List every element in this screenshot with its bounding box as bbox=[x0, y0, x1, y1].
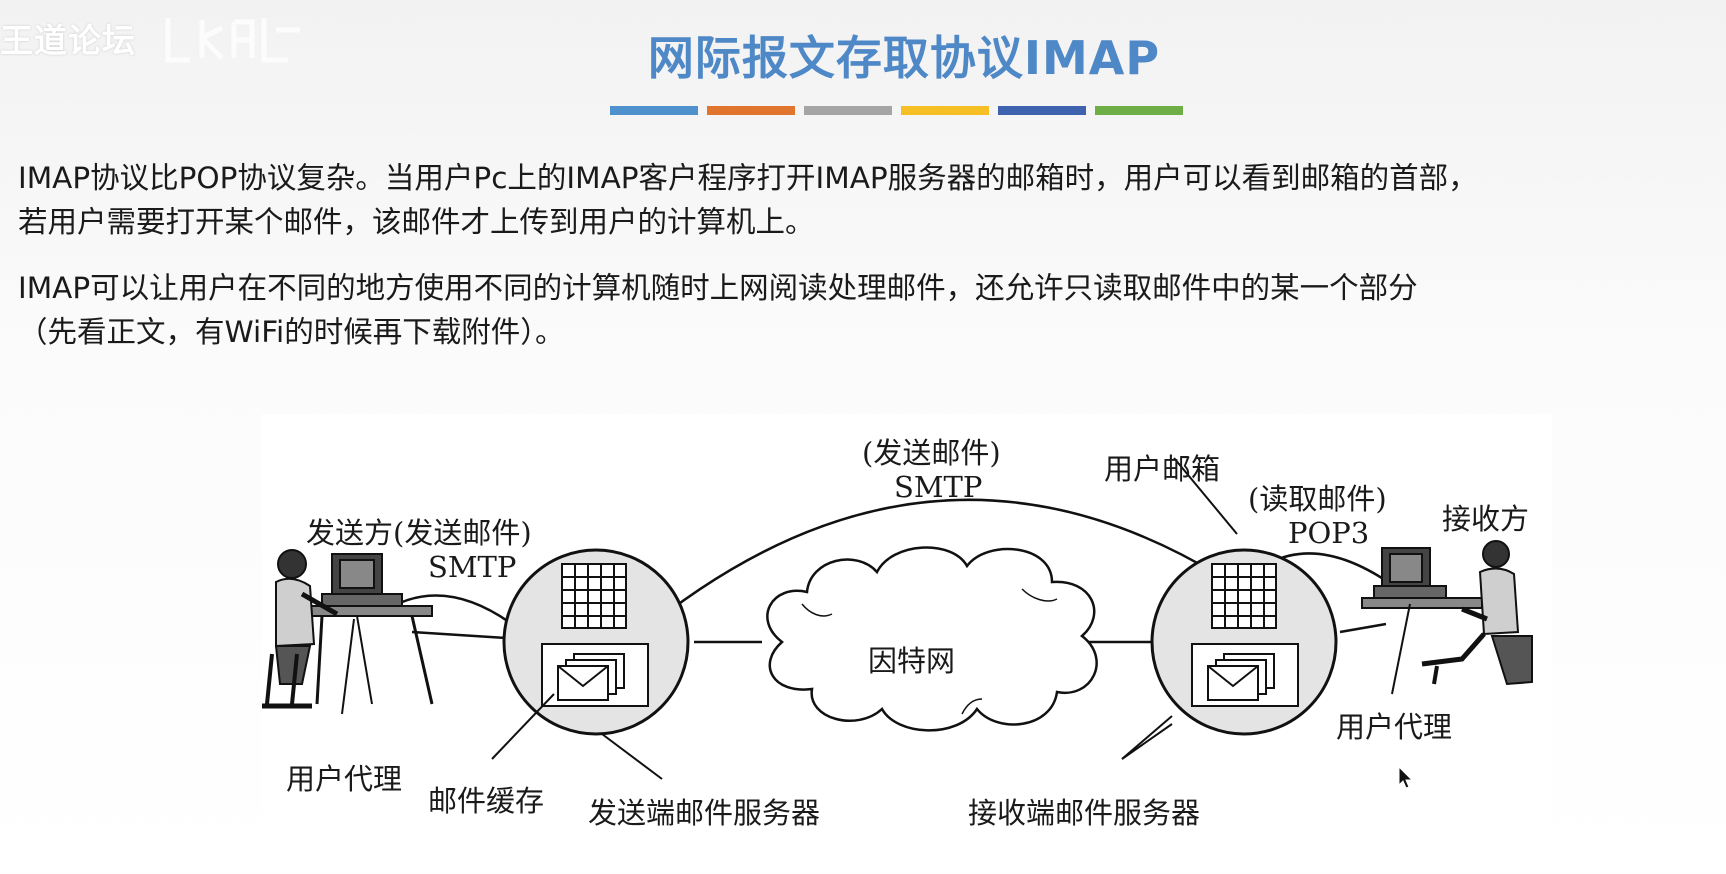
leader-user-agent-right bbox=[1391, 603, 1411, 695]
sender-protocol-label: SMTP bbox=[428, 550, 517, 584]
read-label: (读取邮件) bbox=[1248, 482, 1387, 516]
send-mailbox-grid-icon bbox=[561, 563, 627, 629]
recv-envelope-icon bbox=[1207, 653, 1275, 701]
receiver-label: 接收方 bbox=[1442, 502, 1530, 536]
color-bar-segment bbox=[707, 106, 795, 115]
color-bar-segment bbox=[901, 106, 989, 115]
send-server-label: 发送端邮件服务器 bbox=[588, 796, 821, 830]
recv-server-circle bbox=[1150, 548, 1338, 736]
mouse-cursor-icon bbox=[1398, 766, 1414, 789]
link-server-to-receiver bbox=[1339, 622, 1387, 634]
leader-recv-server bbox=[1121, 715, 1173, 760]
diagram-drawing bbox=[262, 457, 1533, 780]
read-protocol-label: POP3 bbox=[1288, 516, 1370, 550]
leader-mail-cache bbox=[491, 693, 555, 760]
middle-send-label: (发送邮件) bbox=[862, 436, 1001, 470]
leader-user-agent-left bbox=[341, 618, 355, 715]
internet-cloud-icon bbox=[766, 546, 1098, 732]
paragraph-1-line-2: 若用户需要打开某个邮件，该邮件才上传到用户的计算机上。 bbox=[18, 205, 815, 239]
watermark-text: 王道论坛 bbox=[0, 21, 136, 60]
watermark-logo-icon bbox=[165, 18, 300, 63]
send-envelope-icon bbox=[557, 653, 625, 701]
sender-label: 发送方(发送邮件) bbox=[306, 516, 532, 550]
middle-protocol-label: SMTP bbox=[894, 470, 983, 504]
recv-server-label: 接收端邮件服务器 bbox=[968, 796, 1201, 830]
email-flow-diagram: 发送方(发送邮件) SMTP (发送邮件) SMTP 用户邮箱 (读取邮件) P… bbox=[262, 414, 1552, 834]
paragraph-1-line-1: IMAP协议比POP协议复杂。当用户Pc上的IMAP客户程序打开IMAP服务器的… bbox=[18, 161, 1478, 195]
color-bar-segment bbox=[1095, 106, 1183, 115]
color-bar-segment bbox=[610, 106, 698, 115]
smtp-arc-middle bbox=[591, 498, 1221, 677]
paragraph-2: IMAP可以让用户在不同的地方使用不同的计算机随时上网阅读处理邮件，还允许只读取… bbox=[18, 266, 1718, 354]
paragraph-1: IMAP协议比POP协议复杂。当用户Pc上的IMAP客户程序打开IMAP服务器的… bbox=[18, 156, 1718, 244]
paragraph-2-line-2: （先看正文，有WiFi的时候再下载附件）。 bbox=[18, 315, 565, 349]
sender-person-icon bbox=[262, 549, 434, 709]
leader-send-server bbox=[601, 733, 663, 780]
send-server-circle bbox=[502, 548, 690, 736]
slide-title: 网际报文存取协议IMAP bbox=[647, 31, 1161, 85]
recv-mailbox-grid-icon bbox=[1211, 563, 1277, 629]
color-bar-segment bbox=[804, 106, 892, 115]
user-agent-left-label: 用户代理 bbox=[286, 762, 403, 796]
receiver-person-icon bbox=[1361, 540, 1533, 686]
mail-cache-label: 邮件缓存 bbox=[428, 784, 545, 818]
link-sender-to-server bbox=[411, 630, 507, 640]
leader-mailbox bbox=[1173, 457, 1238, 535]
internet-label: 因特网 bbox=[868, 644, 956, 678]
paragraph-2-line-1: IMAP可以让用户在不同的地方使用不同的计算机随时上网阅读处理邮件，还允许只读取… bbox=[18, 271, 1418, 305]
color-bar-segment bbox=[998, 106, 1086, 115]
user-agent-right-label: 用户代理 bbox=[1336, 710, 1453, 744]
mailbox-label: 用户邮箱 bbox=[1104, 452, 1221, 486]
